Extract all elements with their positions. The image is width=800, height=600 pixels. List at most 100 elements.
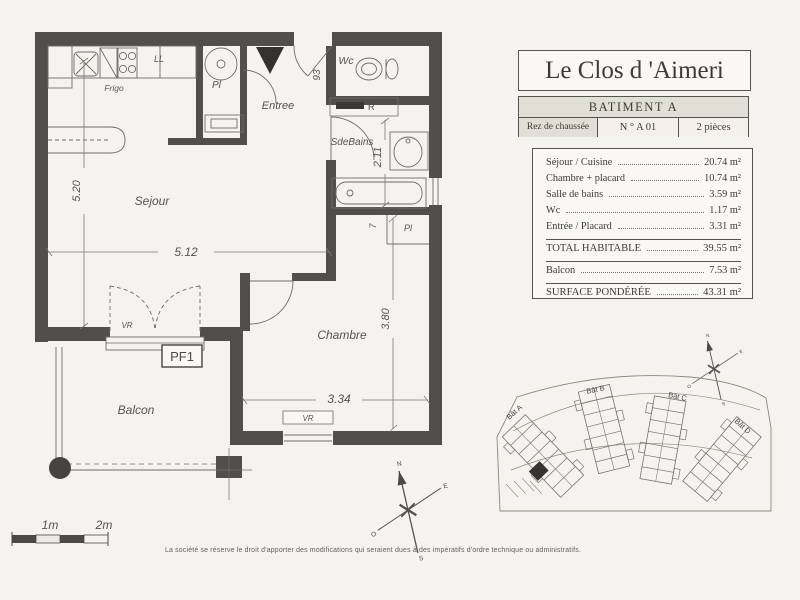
band-upper-edge xyxy=(512,392,761,432)
placard-chambre-label: Pl xyxy=(404,223,413,233)
dotted-leader xyxy=(647,250,699,251)
building-b xyxy=(572,382,636,476)
dim-line-chambre-height xyxy=(388,214,398,433)
pf1-box xyxy=(161,344,203,368)
kitchen-fixtures xyxy=(47,45,197,154)
total-value: 39.55 m² xyxy=(703,243,741,254)
radiator-label: R xyxy=(368,102,375,112)
lave-linge-label: LL xyxy=(154,54,164,64)
washbasin-cabinet xyxy=(389,131,429,171)
floor-level: Rez de chaussée xyxy=(519,118,598,137)
wall-bath-left xyxy=(326,160,336,281)
building-d xyxy=(677,412,767,506)
dotted-leader xyxy=(566,212,705,213)
placard-entree-label: Pl xyxy=(212,80,222,91)
project-title: Le Clos d 'Aimeri xyxy=(545,56,724,84)
bathroom-fixtures xyxy=(330,116,429,209)
table-separator xyxy=(546,261,741,262)
wall-closet-right xyxy=(240,46,247,138)
wall-chambre-bottom-right xyxy=(333,431,442,445)
site-plan: Bât A Bât B Bât C Bât D xyxy=(496,375,772,512)
dishwasher xyxy=(99,47,118,79)
volet-chambre-label: VR xyxy=(302,414,313,423)
frigo-label: Frigo xyxy=(104,83,124,93)
dim-line-sejour-width xyxy=(45,247,333,257)
dim-wc-width: 93 xyxy=(312,69,323,81)
dotted-leader xyxy=(631,180,700,181)
burner xyxy=(118,64,128,74)
balcon-label: Balcon xyxy=(118,403,155,417)
dim-petit: 7 xyxy=(368,223,378,229)
wc-fixtures xyxy=(355,57,399,81)
unit-info-row: Rez de chaussée N ° A 01 2 pièces xyxy=(519,118,748,137)
entrance-door xyxy=(242,45,333,104)
apartment-floor-plan: Frigo LL Pl Entree Wc 93 R xyxy=(35,32,442,500)
sejour-label: Sejour xyxy=(135,194,171,208)
wall-chambre-door-post xyxy=(240,273,250,331)
bathtub-icon xyxy=(331,177,427,209)
scale-bar: 1m 2m xyxy=(11,518,112,546)
dim-chambre-height: 3.80 xyxy=(380,307,392,329)
compass-siteplan xyxy=(675,325,755,415)
water-heater-icon xyxy=(204,47,238,81)
total-row: TOTAL HABITABLE 39.55 m² xyxy=(546,243,741,259)
radiator-console xyxy=(329,97,399,117)
area-label: Salle de bains xyxy=(546,189,604,200)
area-label: Séjour / Cuisine xyxy=(546,157,613,168)
area-value: 20.74 m² xyxy=(704,157,741,168)
building-name: BATIMENT A xyxy=(519,97,748,118)
dotted-leader xyxy=(609,196,705,197)
area-value: 10.74 m² xyxy=(704,173,741,184)
area-row: Séjour / Cuisine 20.74 m² xyxy=(546,157,741,173)
building-info-box: BATIMENT A Rez de chaussée N ° A 01 2 pi… xyxy=(518,96,749,137)
sdebains-label: SdeBains xyxy=(331,137,374,148)
entree-label: Entree xyxy=(262,100,294,112)
chambre-placard xyxy=(386,215,429,245)
dim-bain-height: 2.11 xyxy=(372,147,384,169)
chambre-label: Chambre xyxy=(317,328,367,342)
kitchen-sink xyxy=(73,51,99,77)
wall-right-lower xyxy=(429,205,442,445)
kitchen-corner-unit xyxy=(47,45,73,89)
wall-wc-left xyxy=(326,46,336,96)
wall-left xyxy=(35,32,48,342)
stove xyxy=(117,47,138,79)
burner xyxy=(127,64,137,74)
table-separator xyxy=(546,283,741,284)
dotted-leader xyxy=(617,228,705,229)
walls xyxy=(35,32,442,478)
area-row: Salle de bains 3.59 m² xyxy=(546,189,741,205)
unit-number: N ° A 01 xyxy=(598,118,679,137)
unit-type: 2 pièces xyxy=(679,118,748,137)
balcony-column xyxy=(49,457,71,479)
washbasin-icon xyxy=(393,136,423,168)
pf1-label: PF1 xyxy=(170,349,194,364)
area-label: Entrée / Placard xyxy=(546,221,612,232)
wall-wc-bath-divider xyxy=(326,96,442,105)
chambre-door xyxy=(249,280,294,325)
weighted-label: SURFACE PONDÉRÉE xyxy=(546,287,651,298)
total-label: TOTAL HABITABLE xyxy=(546,243,642,254)
entrance-arrow-icon xyxy=(256,47,284,74)
french-door xyxy=(105,285,205,351)
dim-sejour-width: 5.12 xyxy=(174,245,198,259)
wall-chambre-top-west xyxy=(292,273,336,281)
volet-sejour-label: VR xyxy=(121,321,132,330)
bath-door-arc xyxy=(330,116,375,161)
burner xyxy=(127,51,137,61)
wall-chambre-bottom-left xyxy=(230,431,283,445)
toilet-icon xyxy=(355,57,383,81)
wc-basin-icon xyxy=(385,58,399,80)
parking-hatch xyxy=(505,477,543,498)
area-value: 3.59 m² xyxy=(709,189,741,200)
dotted-leader xyxy=(581,272,705,273)
dotted-leader xyxy=(618,164,700,165)
wall-sejour-bottom-left xyxy=(35,327,110,341)
burner xyxy=(118,51,128,61)
legal-disclaimer: La société se réserve le droit d'apporte… xyxy=(164,547,582,554)
wall-closet-bottom xyxy=(168,138,247,145)
